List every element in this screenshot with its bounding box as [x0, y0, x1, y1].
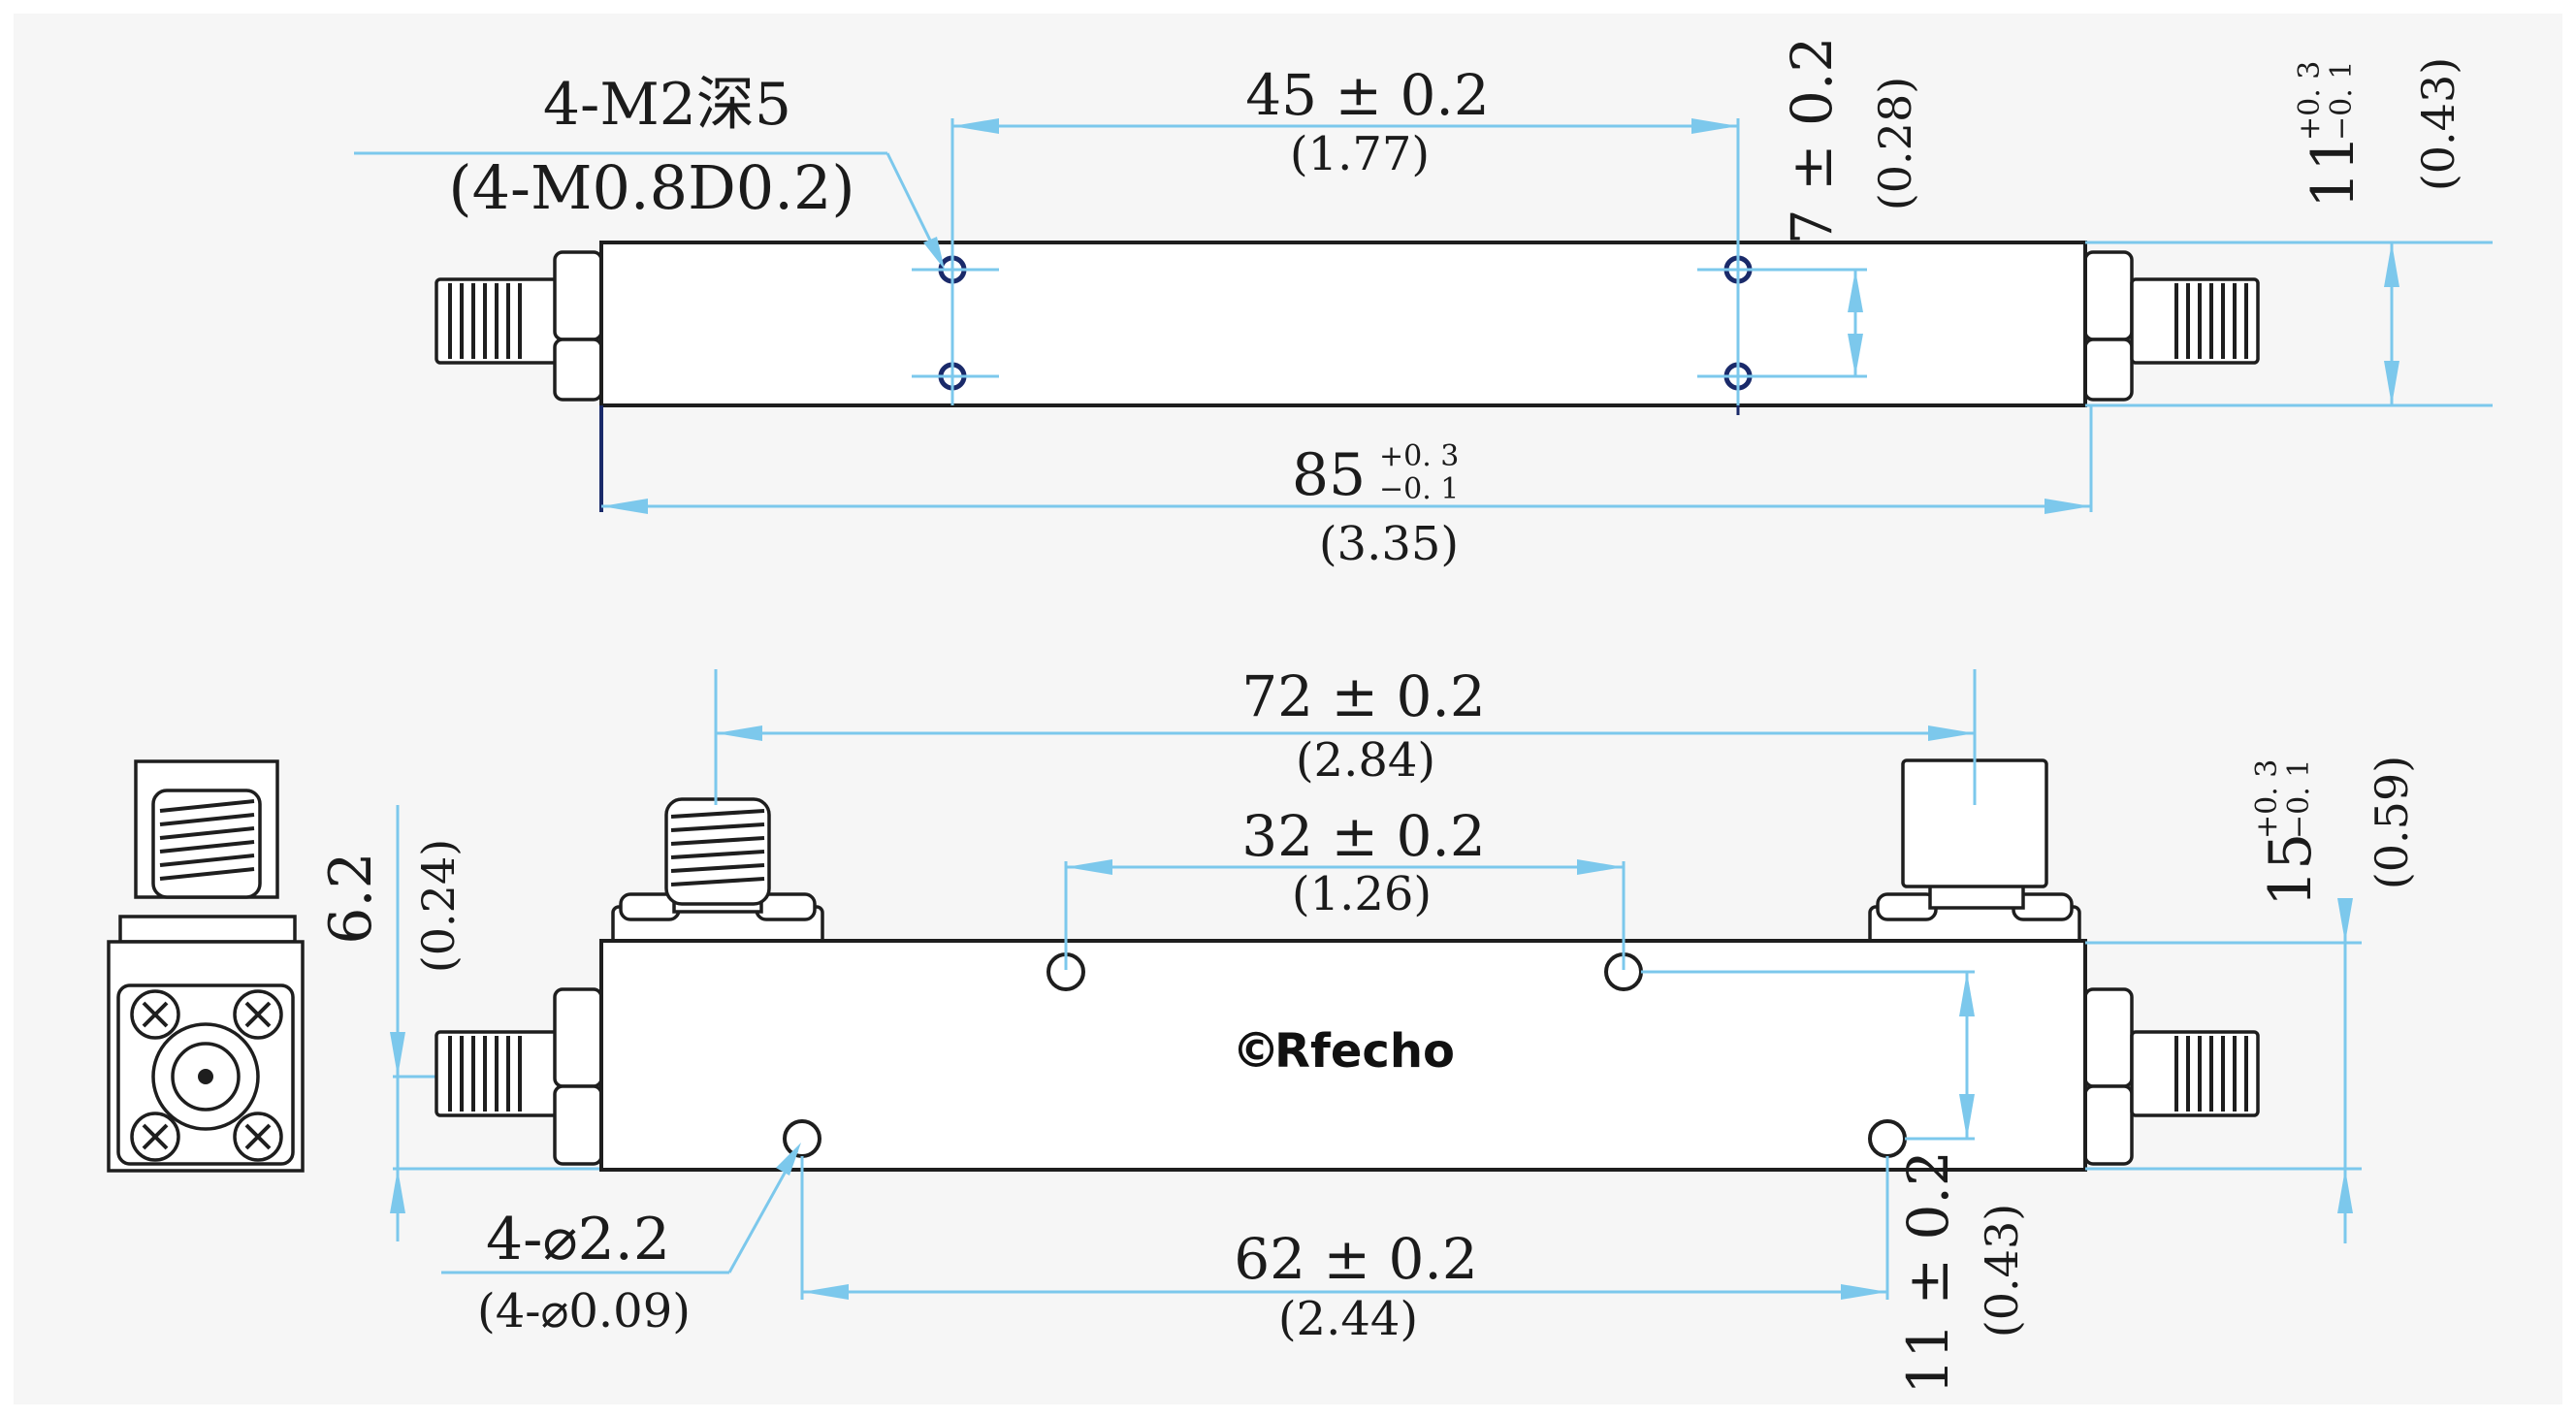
- brand-label: Rfecho: [1274, 1024, 1455, 1079]
- screw-icon: [130, 1112, 180, 1162]
- dim-hole-vertical-spacing-11: 11 ± 0.2 (0.43): [1641, 970, 2028, 1395]
- top-body-height-tol-lower: −0. 1: [2325, 61, 2359, 141]
- body-length-inch-label: (3.35): [1319, 517, 1459, 571]
- top-view-body: [599, 241, 2087, 407]
- front-body-height-inch-label: (0.59): [2366, 756, 2418, 889]
- through-holes-callout: 4-⌀2.2 (4-⌀0.09): [441, 1143, 801, 1338]
- lower-hole-spacing-inch-label: (2.44): [1278, 1292, 1418, 1346]
- dim-hole-row-spacing-7: 7 ± 0.2 (0.28): [1746, 37, 1921, 378]
- top-body-height-inch-label: (0.43): [2412, 57, 2464, 191]
- through-hole: [783, 1119, 821, 1158]
- front-left-connector: [435, 987, 603, 1166]
- upper-hole-spacing-inch-label: (1.26): [1292, 867, 1432, 921]
- front-view: © Rfecho: [435, 758, 2260, 1172]
- screw-icon: [233, 1112, 283, 1162]
- drawing-sheet: 45 ± 0.2 (1.77) 4-M2深5 (4-M0.8D0.2) 7 ± …: [14, 14, 2562, 1404]
- dim-hole-spacing-45: 45 ± 0.2 (1.77): [950, 62, 1740, 258]
- coupled-port-connector: [611, 797, 824, 948]
- port-spacing-inch-label: (2.84): [1296, 733, 1435, 788]
- screw-icon: [233, 989, 283, 1040]
- dim-front-body-height-15: 15 +0. 3 −0. 1 (0.59): [2085, 756, 2418, 1243]
- front-body-height-tol-lower: −0. 1: [2282, 759, 2316, 839]
- top-left-connector: [435, 250, 603, 402]
- dim-upper-hole-spacing-32: 32 ± 0.2 (1.26): [1064, 803, 1626, 970]
- front-body-height-tol-upper: +0. 3: [2250, 759, 2284, 839]
- hole-spacing-label: 45 ± 0.2: [1245, 62, 1490, 128]
- dim-body-length-85: 85 +0. 3 −0. 1 (3.35): [601, 405, 2093, 571]
- body-length-tol-upper: +0. 3: [1379, 439, 1459, 473]
- hole-row-spacing-label: 7 ± 0.2: [1779, 37, 1845, 245]
- body-length-label: 85: [1292, 441, 1366, 509]
- upper-hole-spacing-label: 32 ± 0.2: [1241, 803, 1486, 869]
- hole-vertical-spacing-inch-label: (0.43): [1976, 1204, 2028, 1337]
- lower-hole-spacing-label: 62 ± 0.2: [1234, 1226, 1478, 1292]
- body-length-tol-lower: −0. 1: [1379, 472, 1459, 506]
- front-body-height-label: 15: [2257, 833, 2325, 907]
- screw-icon: [130, 989, 180, 1040]
- dim-top-body-height-11: 11 +0. 3 −0. 1 (0.43): [2085, 57, 2493, 407]
- front-view-body: [599, 939, 2087, 1172]
- coupler-drawing: 45 ± 0.2 (1.77) 4-M2深5 (4-M0.8D0.2) 7 ± …: [107, 37, 2493, 1395]
- dim-connector-offset-6-2: 6.2 (0.24): [317, 805, 601, 1241]
- tapped-holes-callout: 4-M2深5 (4-M0.8D0.2): [354, 71, 945, 270]
- tapped-holes-note: 4-M2深5: [543, 71, 791, 139]
- top-right-connector: [2083, 250, 2260, 402]
- brand-mark-icon: ©: [1232, 1022, 1280, 1079]
- hole-vertical-spacing-label: 11 ± 0.2: [1895, 1150, 1961, 1395]
- through-holes-note: 4-⌀2.2: [486, 1206, 670, 1273]
- sma-port-icon: [151, 1022, 260, 1131]
- top-view: 45 ± 0.2 (1.77) 4-M2深5 (4-M0.8D0.2) 7 ± …: [354, 37, 2493, 571]
- through-holes-note-inch: (4-⌀0.09): [477, 1284, 691, 1338]
- hole-row-spacing-inch-label: (0.28): [1869, 77, 1921, 210]
- termination-load: [1868, 758, 2081, 948]
- hole-spacing-inch-label: (1.77): [1290, 127, 1430, 181]
- connector-offset-label: 6.2: [317, 852, 385, 944]
- tapped-holes-note-inch: (4-M0.8D0.2): [448, 152, 854, 223]
- connector-offset-inch-label: (0.24): [412, 839, 465, 973]
- side-view: [107, 759, 305, 1173]
- top-body-height-label: 11: [2300, 135, 2367, 209]
- front-right-connector: [2083, 987, 2260, 1166]
- top-body-height-tol-upper: +0. 3: [2293, 61, 2327, 141]
- port-spacing-label: 72 ± 0.2: [1241, 663, 1486, 729]
- dim-port-spacing-72: 72 ± 0.2 (2.84): [714, 663, 1977, 805]
- dim-lower-hole-spacing-62: 62 ± 0.2 (2.44): [800, 1156, 1887, 1346]
